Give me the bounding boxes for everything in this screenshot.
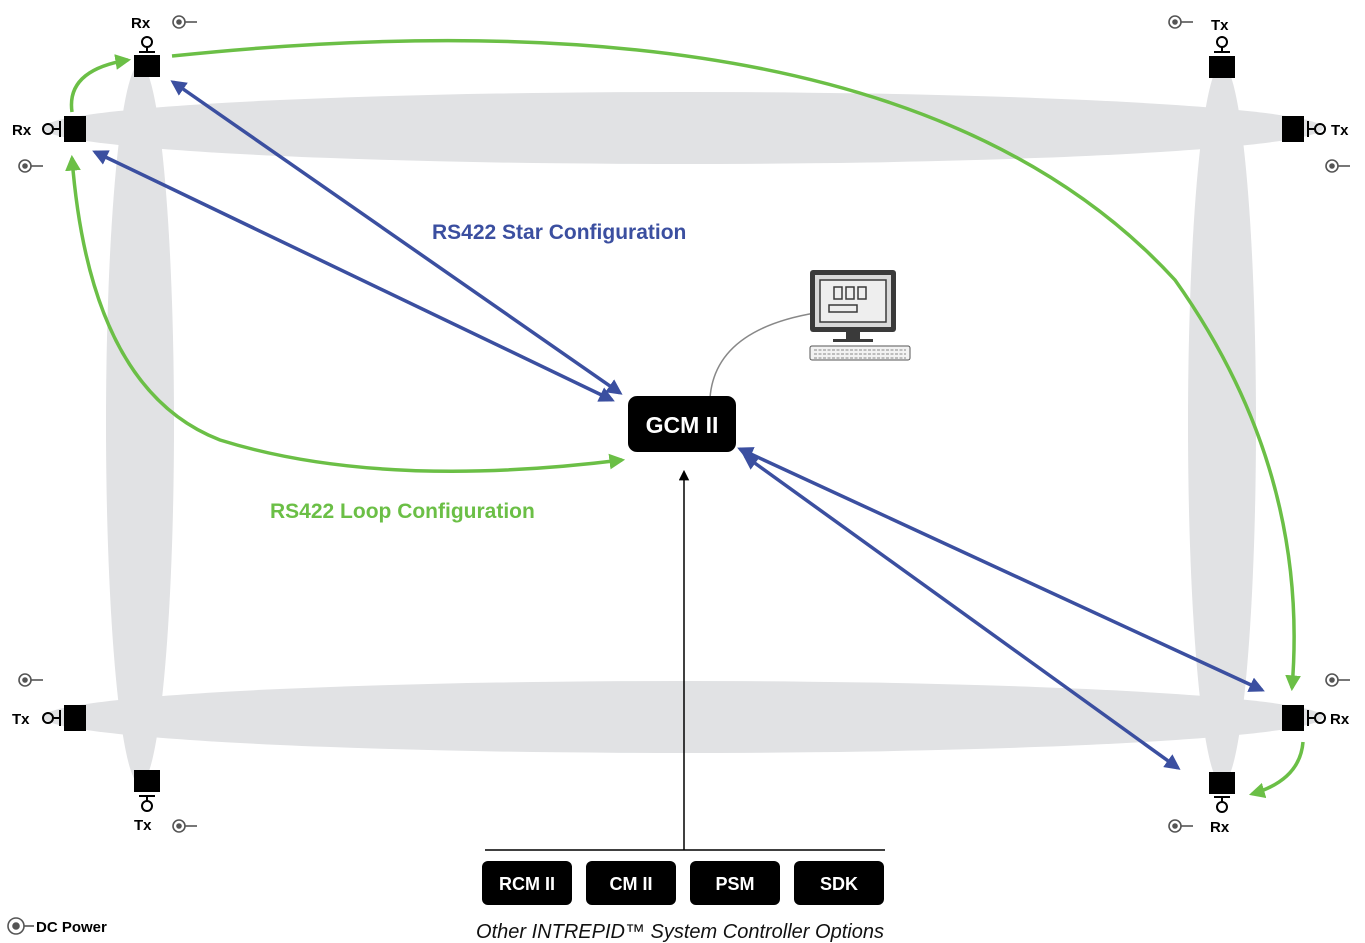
sensor-post-icon[interactable] [1209,772,1235,813]
options-row: RCM II CM II PSM SDK [482,861,884,905]
sensor-post-icon[interactable] [134,36,160,77]
svg-text:SDK: SDK [820,874,858,894]
sensor-post-icon[interactable] [1209,36,1235,78]
computer-cable [709,312,816,399]
dc-power-icons [7,15,1350,935]
rx-label: Rx [131,15,151,32]
loop-config-label: RS422 Loop Configuration [270,500,535,523]
keyboard-icon [809,345,911,361]
tx-label: Tx [12,711,30,728]
options-connector [485,469,885,851]
svg-text:PSM: PSM [715,874,754,894]
sensor-post-icon[interactable] [42,116,86,142]
rx-label: Rx [12,122,32,139]
port-labels: Rx Rx Tx Tx Tx Tx Rx Rx [12,15,1350,836]
svg-text:CM II: CM II [610,874,653,894]
dc-power-legend-label: DC Power [36,919,107,936]
loop-links [65,38,1305,799]
dc-power-icon [172,15,197,29]
svg-text:RCM II: RCM II [499,874,555,894]
tx-label: Tx [134,817,152,834]
loop-link-rx-right-to-rx-bottom [1248,741,1305,799]
star-link-bottom-right-lower [742,454,1181,770]
dc-power-icon [172,819,197,833]
dc-power-icon [1168,15,1193,29]
option-psm[interactable]: PSM [690,861,780,905]
option-rcm-ii[interactable]: RCM II [482,861,572,905]
sensor-post-icon[interactable] [134,770,160,812]
star-link-bottom-right-upper [737,447,1265,692]
dc-power-icon [18,159,43,173]
loop-link-top-to-right [171,38,1301,692]
dc-power-icon [1325,159,1350,173]
sensor-post-icon[interactable] [1282,116,1326,142]
tx-label: Tx [1211,17,1229,34]
fence-zone-right [1188,64,1256,784]
tx-label: Tx [1331,122,1349,139]
loop-link-controller-to-left [65,154,626,473]
fence-zone-bottom [43,681,1323,753]
computer-icon [810,270,896,342]
option-sdk[interactable]: SDK [794,861,884,905]
controller-label: GCM II [646,412,719,438]
option-cm-ii[interactable]: CM II [586,861,676,905]
sensor-post-icon[interactable] [42,705,86,731]
dc-power-icon [1325,673,1350,687]
dc-power-icon [7,917,34,935]
star-config-label: RS422 Star Configuration [432,221,686,244]
rx-label: Rx [1210,819,1230,836]
loop-link-rx-left-to-rx-top [69,54,132,113]
sensor-post-icon[interactable] [1282,705,1326,731]
fence-zone-top [43,92,1323,164]
dc-power-icon [18,673,43,687]
rx-label: Rx [1330,711,1350,728]
dc-power-icon [1168,819,1193,833]
sensor-posts [42,36,1326,813]
controller-gcm-ii[interactable]: GCM II [628,396,736,452]
options-caption: Other INTREPID™ System Controller Option… [476,921,884,943]
